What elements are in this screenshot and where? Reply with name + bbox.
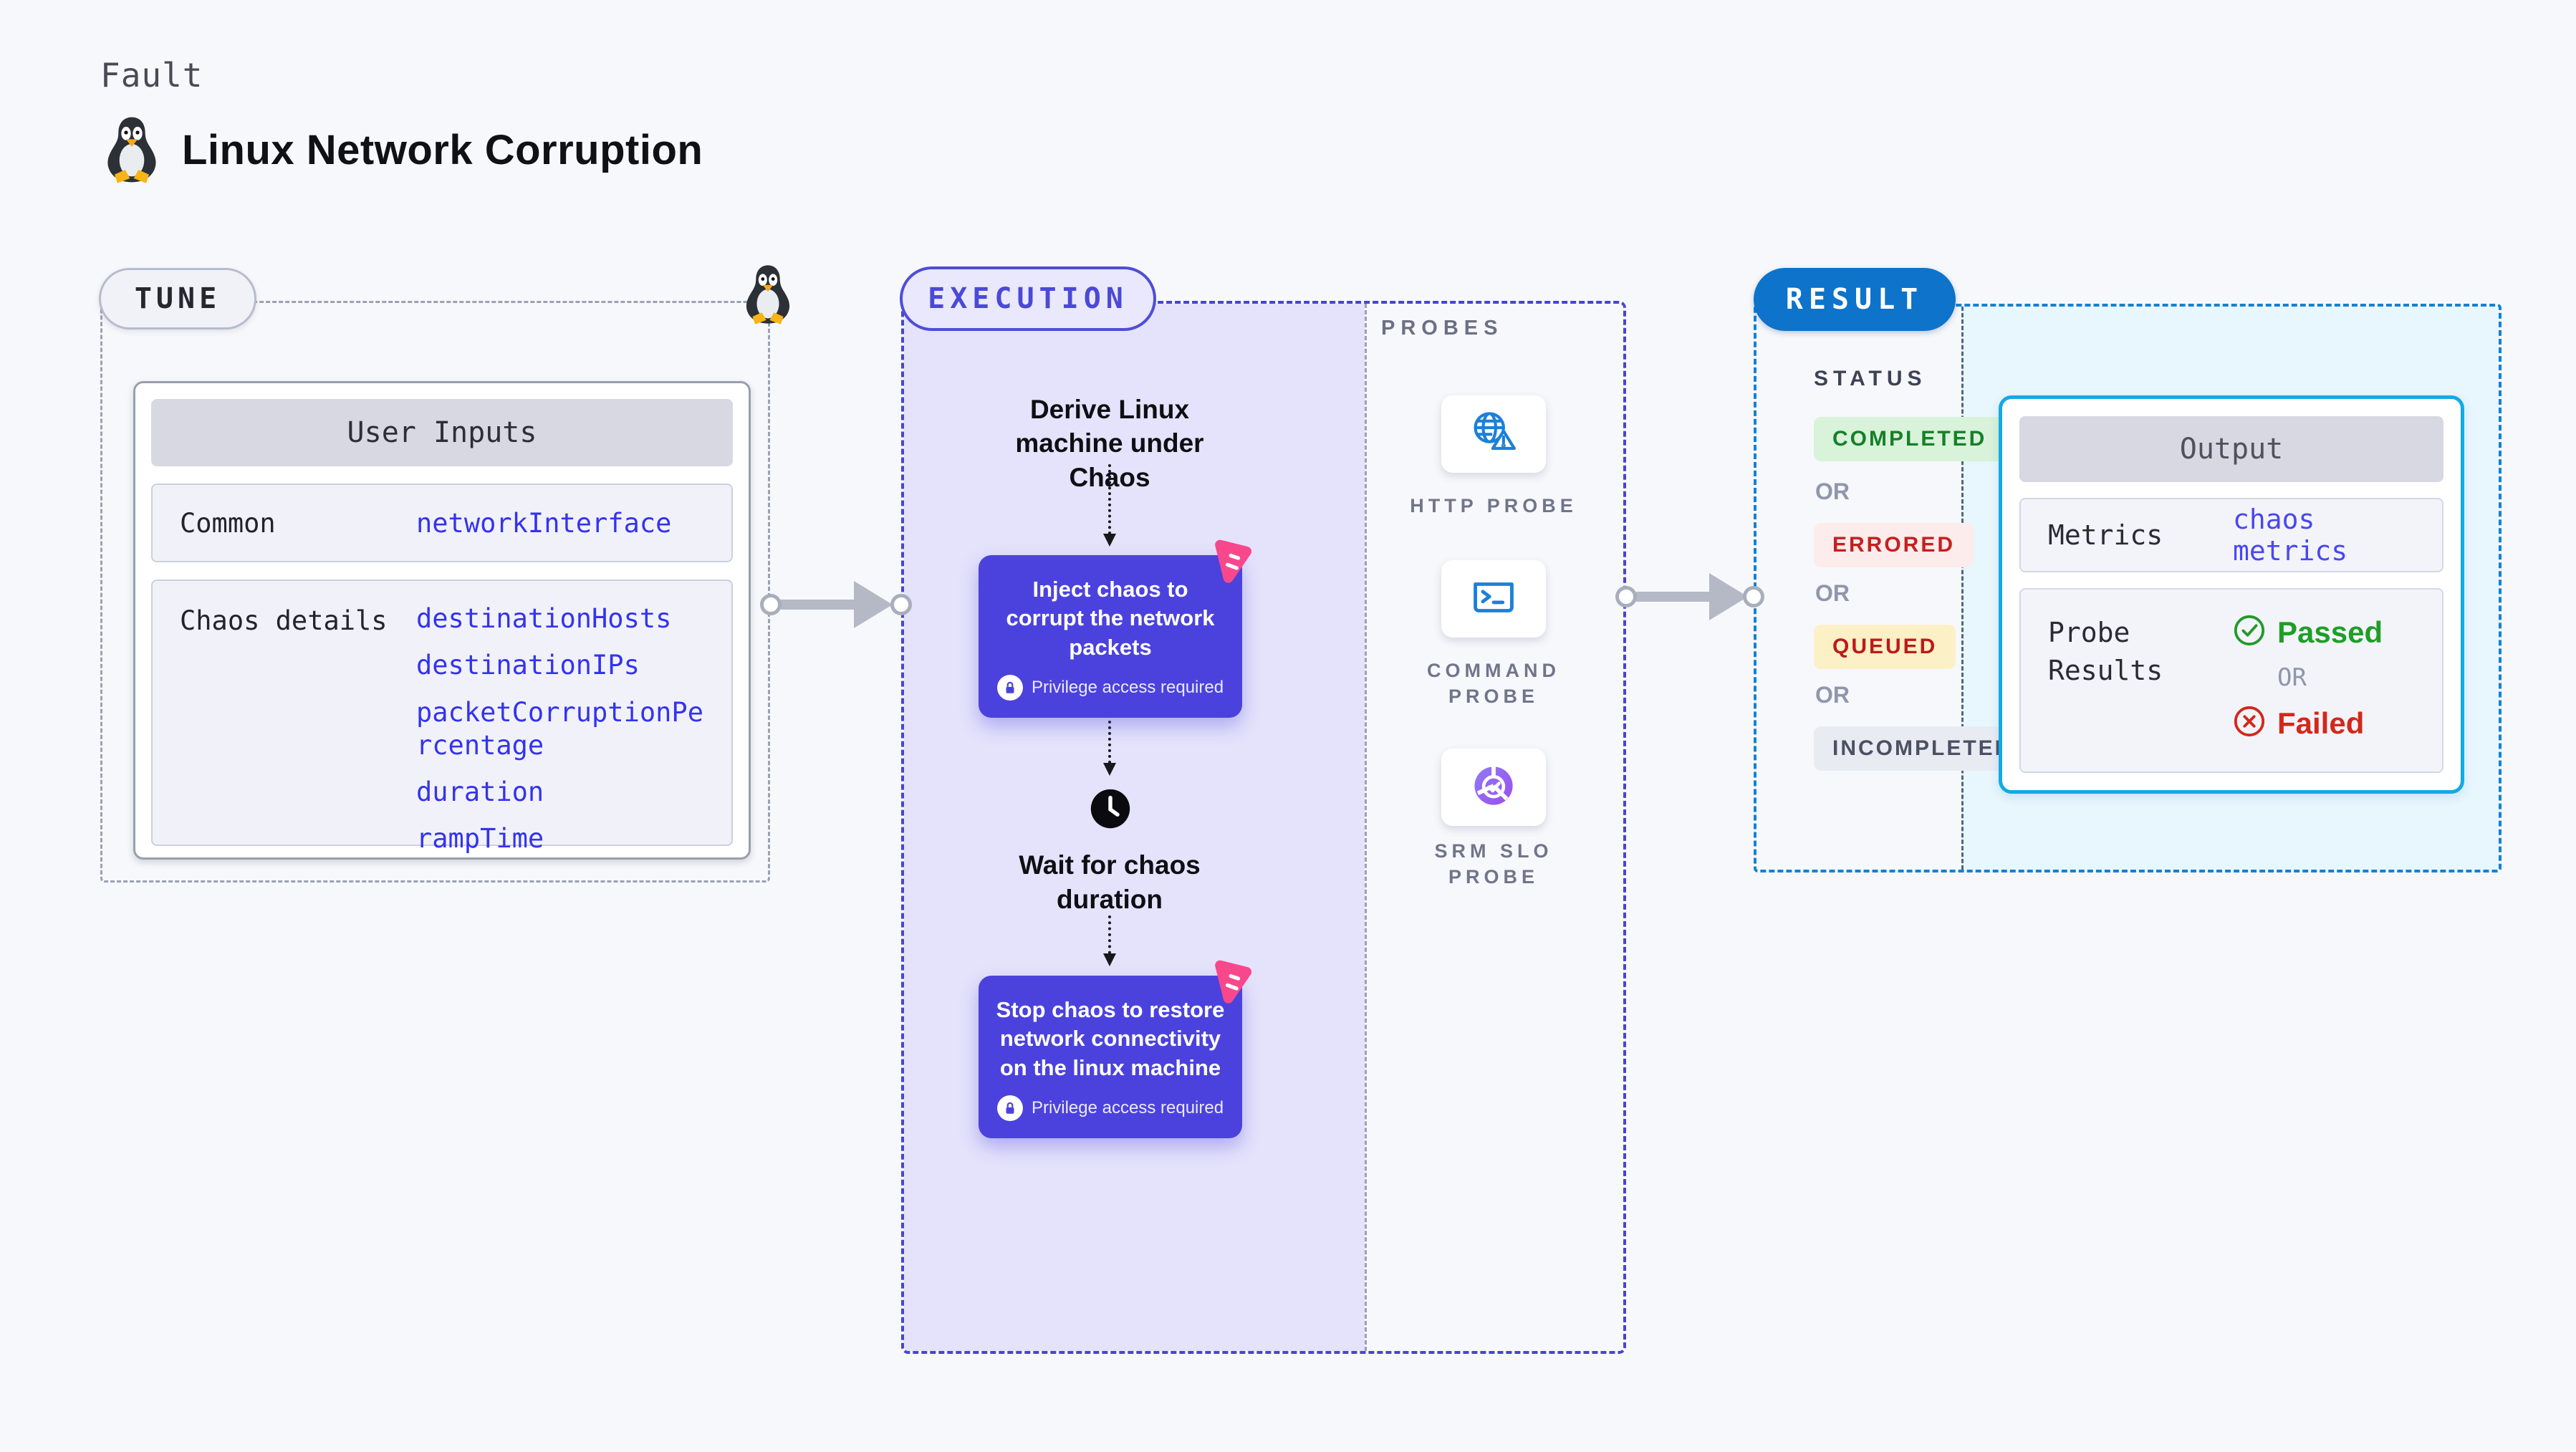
user-inputs-card: User Inputs Common networkInterface Chao… <box>133 381 751 860</box>
or-separator: OR <box>1815 479 1850 504</box>
check-circle-icon <box>2233 614 2266 650</box>
or-separator: OR <box>2277 663 2307 692</box>
tune-section-panel <box>100 301 770 883</box>
chaos-logo-icon <box>1203 957 1256 1010</box>
failed-label: Failed <box>2277 706 2365 740</box>
privilege-note: Privilege access required <box>996 1095 1225 1121</box>
pie-check-icon <box>1467 759 1520 816</box>
probes-title: PROBES <box>1381 317 1504 340</box>
probes-area <box>1365 304 1623 1351</box>
status-badge-errored: ERRORED <box>1814 523 1974 567</box>
input-link[interactable]: rampTime <box>416 823 544 855</box>
step-text: Stop chaos to restore network connectivi… <box>996 997 1225 1080</box>
connector-dot <box>760 594 782 615</box>
tux-penguin-icon <box>103 115 160 185</box>
status-badge-completed: COMPLETED <box>1814 417 2006 461</box>
command-probe-card <box>1441 560 1546 638</box>
input-link[interactable]: destinationHosts <box>416 603 672 634</box>
page-title: Linux Network Corruption <box>182 126 703 173</box>
input-link[interactable]: packetCorruptionPercentage <box>416 696 703 761</box>
metrics-row: Metrics chaos metrics <box>2019 498 2443 572</box>
status-badge-queued: QUEUED <box>1814 625 1956 669</box>
flow-arrow <box>1636 592 1711 602</box>
status-badge-incompleted: INCOMPLETED <box>1814 726 2032 771</box>
output-header: Output <box>2019 416 2443 482</box>
fault-kicker: Fault <box>100 56 203 95</box>
probe-results-label: Probe Results <box>2048 617 2163 687</box>
probe-label: COMMAND PROBE <box>1427 660 1560 708</box>
row-label: Common <box>180 507 276 539</box>
table-row: Common networkInterface <box>151 484 733 562</box>
down-arrow <box>1103 464 1116 547</box>
passed-line: Passed <box>2233 614 2383 650</box>
stop-chaos-step: Stop chaos to restore network connectivi… <box>979 960 1252 1138</box>
down-arrow <box>1103 915 1116 966</box>
tune-badge: TUNE <box>99 268 256 330</box>
row-label: Chaos details <box>180 605 388 636</box>
connector-dot <box>1615 586 1637 607</box>
probe-label: HTTP PROBE <box>1410 495 1577 516</box>
connector-dot <box>1743 586 1764 607</box>
passed-label: Passed <box>2277 615 2383 649</box>
flow-arrow <box>781 600 855 610</box>
wait-step-label: Wait for chaos duration <box>1019 850 1201 915</box>
privilege-text: Privilege access required <box>1031 1097 1224 1117</box>
chaos-logo-icon <box>1203 537 1256 590</box>
row-values: destinationHosts destinationIPs packetCo… <box>416 602 704 854</box>
privilege-note: Privilege access required <box>996 674 1225 701</box>
inject-chaos-step: Inject chaos to corrupt the network pack… <box>979 539 1252 718</box>
page-header: Linux Network Corruption <box>103 115 703 185</box>
probe-results-row: Probe Results Passed OR <box>2019 588 2443 773</box>
execution-section-panel <box>901 301 1626 1354</box>
x-circle-icon <box>2233 705 2266 741</box>
privilege-text: Privilege access required <box>1031 677 1224 697</box>
execution-flow-area <box>904 304 1365 1351</box>
lock-icon <box>996 1095 1023 1121</box>
probe-results-values: Passed OR Failed <box>2233 614 2383 771</box>
chaos-metrics-link[interactable]: chaos metrics <box>2233 504 2348 567</box>
tux-penguin-icon <box>742 264 794 325</box>
globe-warning-icon <box>1467 406 1520 463</box>
srm-slo-probe-card <box>1441 749 1546 826</box>
or-separator: OR <box>1815 682 1850 708</box>
metrics-label: Metrics <box>2048 519 2163 551</box>
terminal-icon <box>1467 571 1520 628</box>
connector-dot <box>890 594 912 615</box>
step-text: Inject chaos to corrupt the network pack… <box>1006 577 1215 660</box>
input-link[interactable]: duration <box>416 777 544 807</box>
status-title: STATUS <box>1814 367 1927 390</box>
lock-icon <box>996 674 1023 701</box>
failed-line: Failed <box>2233 705 2383 741</box>
output-card: Output Metrics chaos metrics Probe Resul… <box>1999 395 2464 794</box>
execution-badge: EXECUTION <box>900 266 1156 331</box>
table-row: Chaos details destinationHosts destinati… <box>151 580 733 854</box>
user-inputs-header: User Inputs <box>151 399 733 466</box>
http-probe-card <box>1441 395 1546 473</box>
down-arrow <box>1103 686 1116 776</box>
clock-icon <box>1090 788 1131 830</box>
result-badge: RESULT <box>1754 268 1956 331</box>
input-link[interactable]: destinationIPs <box>416 650 640 681</box>
probe-label: SRM SLO PROBE <box>1434 840 1553 888</box>
input-link[interactable]: networkInterface <box>416 507 672 539</box>
or-separator: OR <box>1815 580 1850 606</box>
